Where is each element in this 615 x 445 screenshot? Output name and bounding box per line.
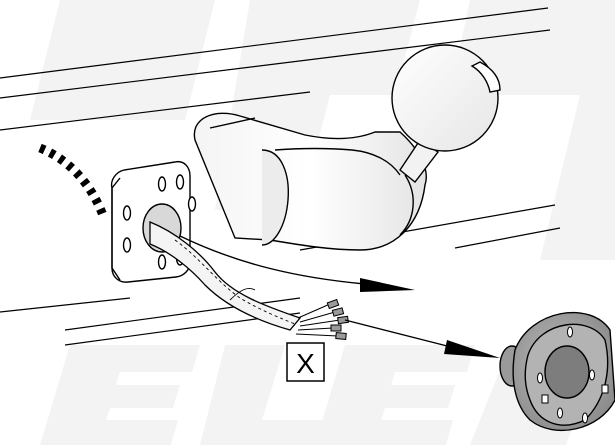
arrow-head-to-socket	[444, 340, 500, 358]
arrow-to-socket	[344, 319, 456, 349]
routing-dashed-arc	[38, 143, 109, 220]
tow-bar-arm	[193, 112, 427, 251]
callout-box	[286, 342, 325, 382]
arrow-head-cable-pull	[360, 278, 415, 292]
trailer-socket	[499, 311, 615, 432]
direction-arrows	[179, 235, 500, 358]
cable-wires	[295, 298, 349, 340]
wiring-cable	[149, 221, 349, 340]
callout-x: X	[286, 342, 325, 382]
chassis-outline	[0, 7, 561, 346]
tow-ball	[391, 44, 501, 183]
arrow-cable-pull	[179, 235, 366, 285]
socket-center	[544, 345, 590, 399]
callout-label: X	[296, 348, 315, 379]
socket-holes	[537, 326, 609, 424]
